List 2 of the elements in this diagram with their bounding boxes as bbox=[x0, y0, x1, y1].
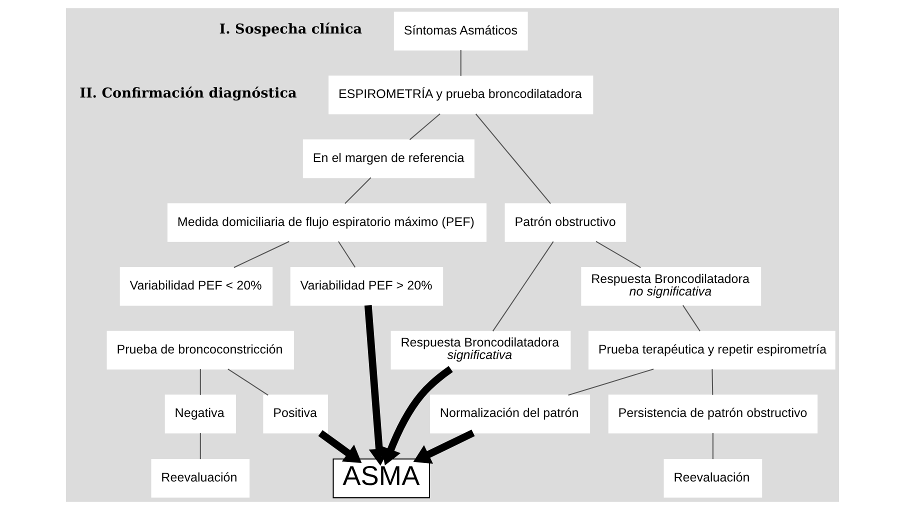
label: II. Confirmación diagnóstica bbox=[80, 85, 297, 102]
label: I. Sospecha clínica bbox=[219, 22, 362, 38]
